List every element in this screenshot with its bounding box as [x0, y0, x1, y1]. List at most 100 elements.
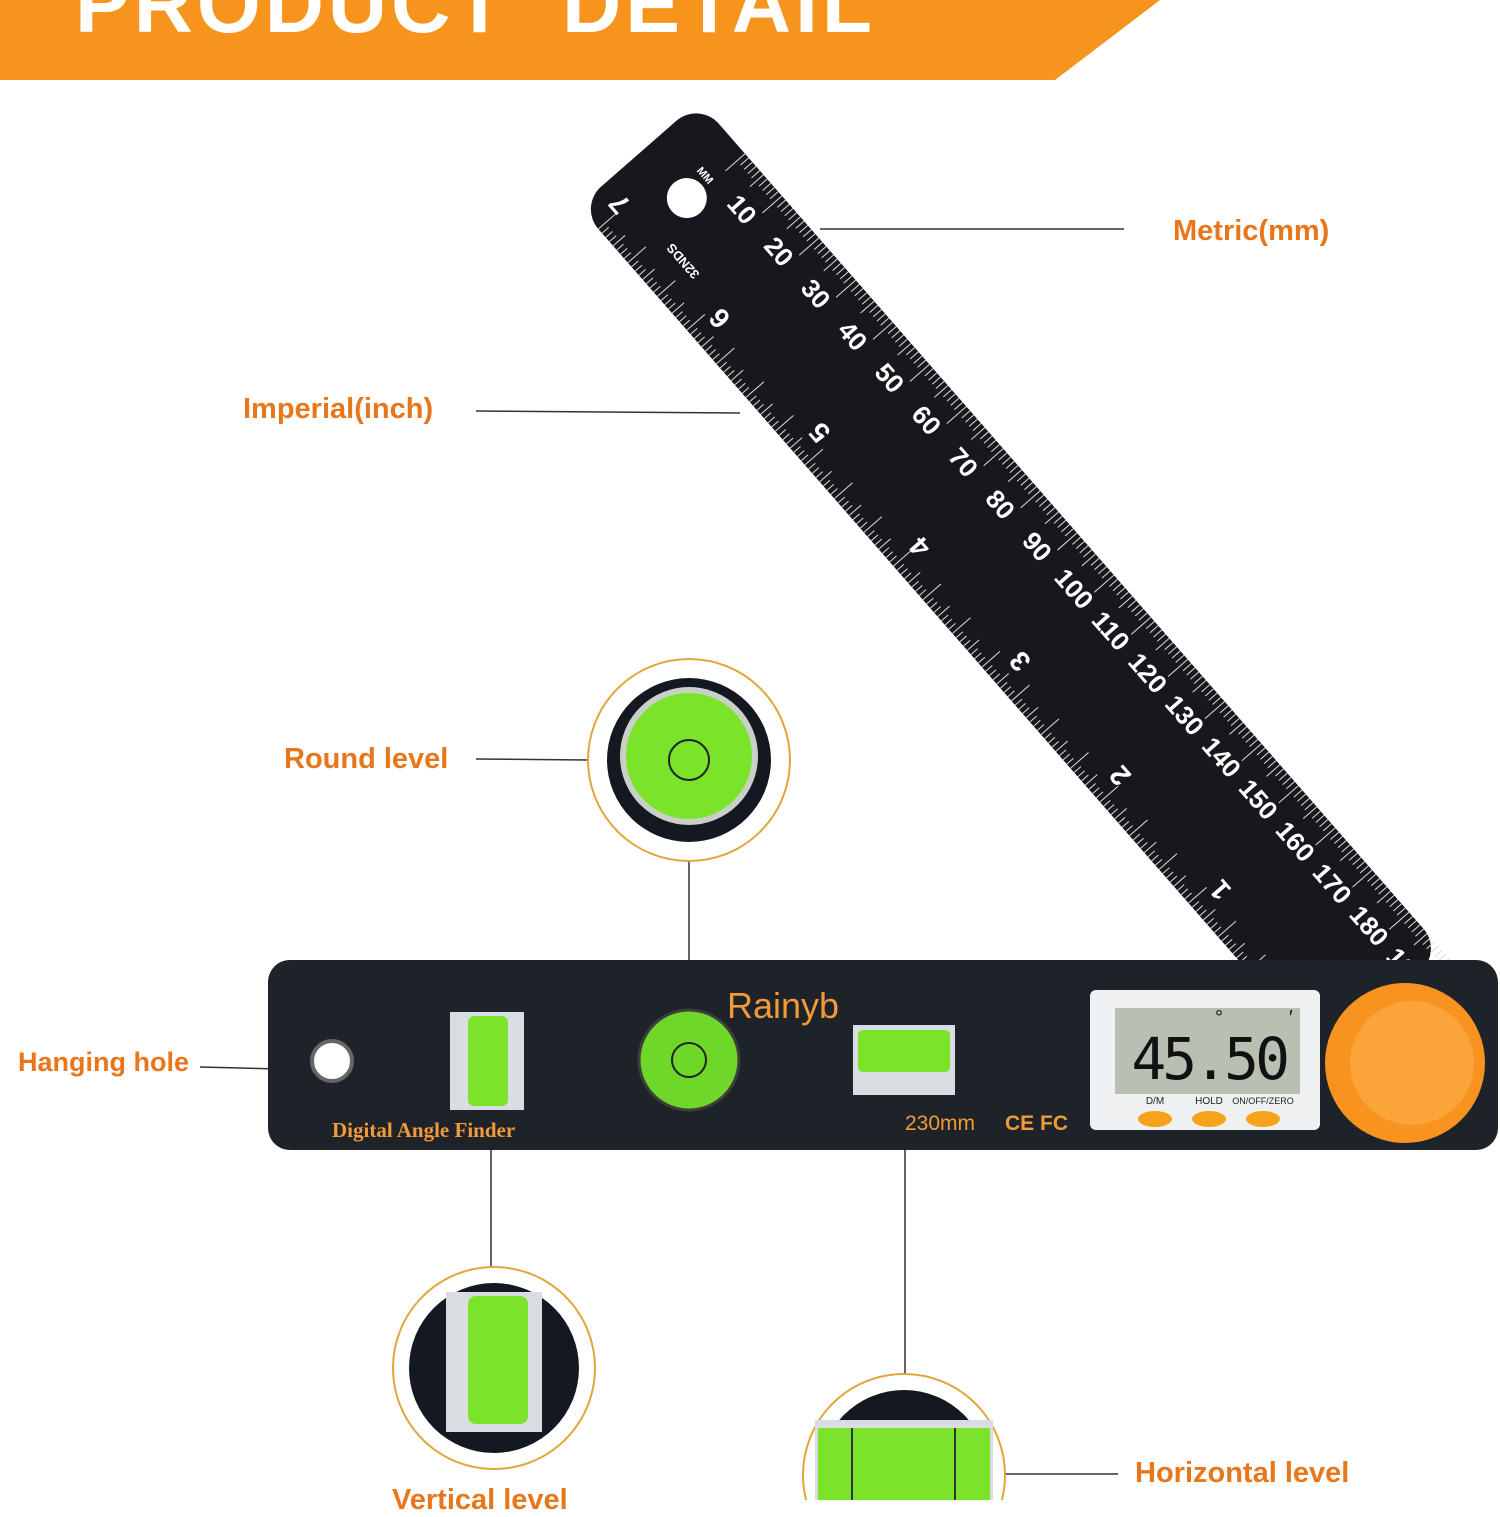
imperial-tick — [734, 378, 742, 386]
imperial-tick — [634, 264, 643, 272]
metric-tick — [1002, 456, 1011, 465]
metric-tick — [979, 431, 989, 440]
metric-tick — [1229, 722, 1244, 735]
imperial-tick — [1151, 854, 1159, 862]
metric-tick — [1341, 844, 1351, 853]
metric-tick — [1027, 486, 1037, 495]
metric-tick — [1020, 490, 1041, 509]
imperial-tick — [837, 496, 846, 504]
imperial-tick — [1228, 943, 1237, 950]
imperial-tick — [1092, 787, 1100, 795]
imperial-tick — [1062, 753, 1071, 761]
metric-tick — [1005, 460, 1015, 469]
imperial-tick — [612, 234, 626, 247]
metric-tick — [1300, 798, 1310, 807]
metric-tick — [934, 385, 949, 398]
imperial-tick — [929, 601, 938, 609]
metric-tick — [1266, 764, 1281, 777]
metric-tick — [823, 258, 838, 272]
metric-tick — [1245, 734, 1255, 743]
dm-button[interactable]: D/M — [1120, 1096, 1190, 1127]
metric-tick — [1274, 768, 1284, 777]
metric-tick — [1171, 650, 1181, 659]
metric-tick — [895, 334, 904, 343]
metric-tick — [806, 233, 816, 242]
metric-tick — [1193, 675, 1203, 684]
imperial-tick — [645, 277, 654, 285]
metric-tick — [758, 178, 768, 187]
metric-tick — [1376, 890, 1391, 904]
metric-tick — [887, 326, 897, 335]
imperial-tick — [1084, 774, 1098, 786]
metric-tick — [1038, 498, 1048, 507]
imperial-tick — [1154, 858, 1163, 866]
metric-tick — [1145, 621, 1155, 630]
metric-tick — [965, 414, 975, 423]
imperial-tick — [631, 260, 639, 268]
imperial-tick — [1073, 766, 1082, 773]
metric-tick — [1315, 827, 1336, 846]
imperial-tick — [1177, 884, 1185, 891]
lcd-screen: ° ′ 45.50 — [1115, 1008, 1300, 1094]
imperial-tick — [1236, 951, 1244, 959]
metric-tick — [1348, 852, 1358, 861]
metric-tick — [780, 203, 790, 212]
degree-symbol: ° — [1215, 1007, 1223, 1029]
imperial-tick — [745, 381, 765, 398]
imperial-tick — [1188, 886, 1207, 904]
metric-tick — [1112, 583, 1122, 592]
metric-tick — [1396, 907, 1406, 916]
on-off-zero-button[interactable]: ON/OFF/ZERO — [1228, 1096, 1298, 1127]
imperial-tick — [900, 568, 908, 575]
imperial-tick — [1180, 888, 1189, 896]
imperial-tick — [955, 631, 964, 639]
imperial-tick — [1225, 939, 1233, 946]
imperial-tick — [907, 572, 921, 584]
metric-tick — [861, 296, 871, 305]
imperial-tick — [922, 583, 942, 601]
metric-tick — [1064, 528, 1074, 537]
imperial-tick — [789, 437, 803, 449]
vertical-level-vial — [468, 1016, 508, 1106]
metric-tick — [1293, 789, 1303, 798]
imperial-tick — [701, 336, 714, 348]
imperial-tick — [1059, 749, 1067, 757]
imperial-tick — [996, 673, 1010, 685]
metric-tick — [817, 246, 827, 255]
metric-tick — [1053, 515, 1063, 524]
brand-name: Rainyb — [727, 985, 840, 1026]
metric-tick — [1118, 595, 1133, 609]
imperial-tick — [1029, 715, 1037, 723]
imperial-tick — [867, 530, 875, 537]
metric-tick — [1057, 519, 1067, 528]
imperial-tick — [1184, 892, 1192, 900]
imperial-tick — [1099, 785, 1119, 803]
metric-tick — [1249, 739, 1259, 748]
imperial-tick — [1088, 783, 1096, 790]
label-metric: Metric(mm) — [1173, 215, 1330, 247]
imperial-tick — [693, 332, 702, 339]
imperial-tick — [1132, 833, 1141, 841]
metric-tick — [860, 300, 875, 314]
metric-tick — [1241, 743, 1262, 762]
imperial-tick — [1000, 681, 1008, 689]
metric-tick — [1352, 857, 1362, 865]
imperial-tick — [749, 395, 757, 403]
metric-tick — [1415, 928, 1425, 937]
metric-tick — [1315, 814, 1325, 823]
imperial-tick — [1121, 821, 1130, 828]
metric-tick — [854, 288, 864, 297]
imperial-tick — [719, 361, 728, 369]
metric-tick — [1230, 717, 1240, 726]
imperial-tick — [966, 639, 980, 651]
imperial-tick — [716, 347, 735, 365]
imperial-tick — [1158, 853, 1178, 870]
imperial-tick — [830, 488, 838, 495]
metric-tick — [1155, 637, 1170, 651]
imperial-tick — [852, 513, 860, 521]
metric-tick — [1385, 894, 1395, 903]
label-horizontal-level: Horizontal level — [1135, 1457, 1350, 1489]
metric-tick — [917, 359, 927, 368]
hold-button[interactable]: HOLD — [1174, 1096, 1244, 1127]
certification-marks: CE FC — [1005, 1112, 1068, 1135]
